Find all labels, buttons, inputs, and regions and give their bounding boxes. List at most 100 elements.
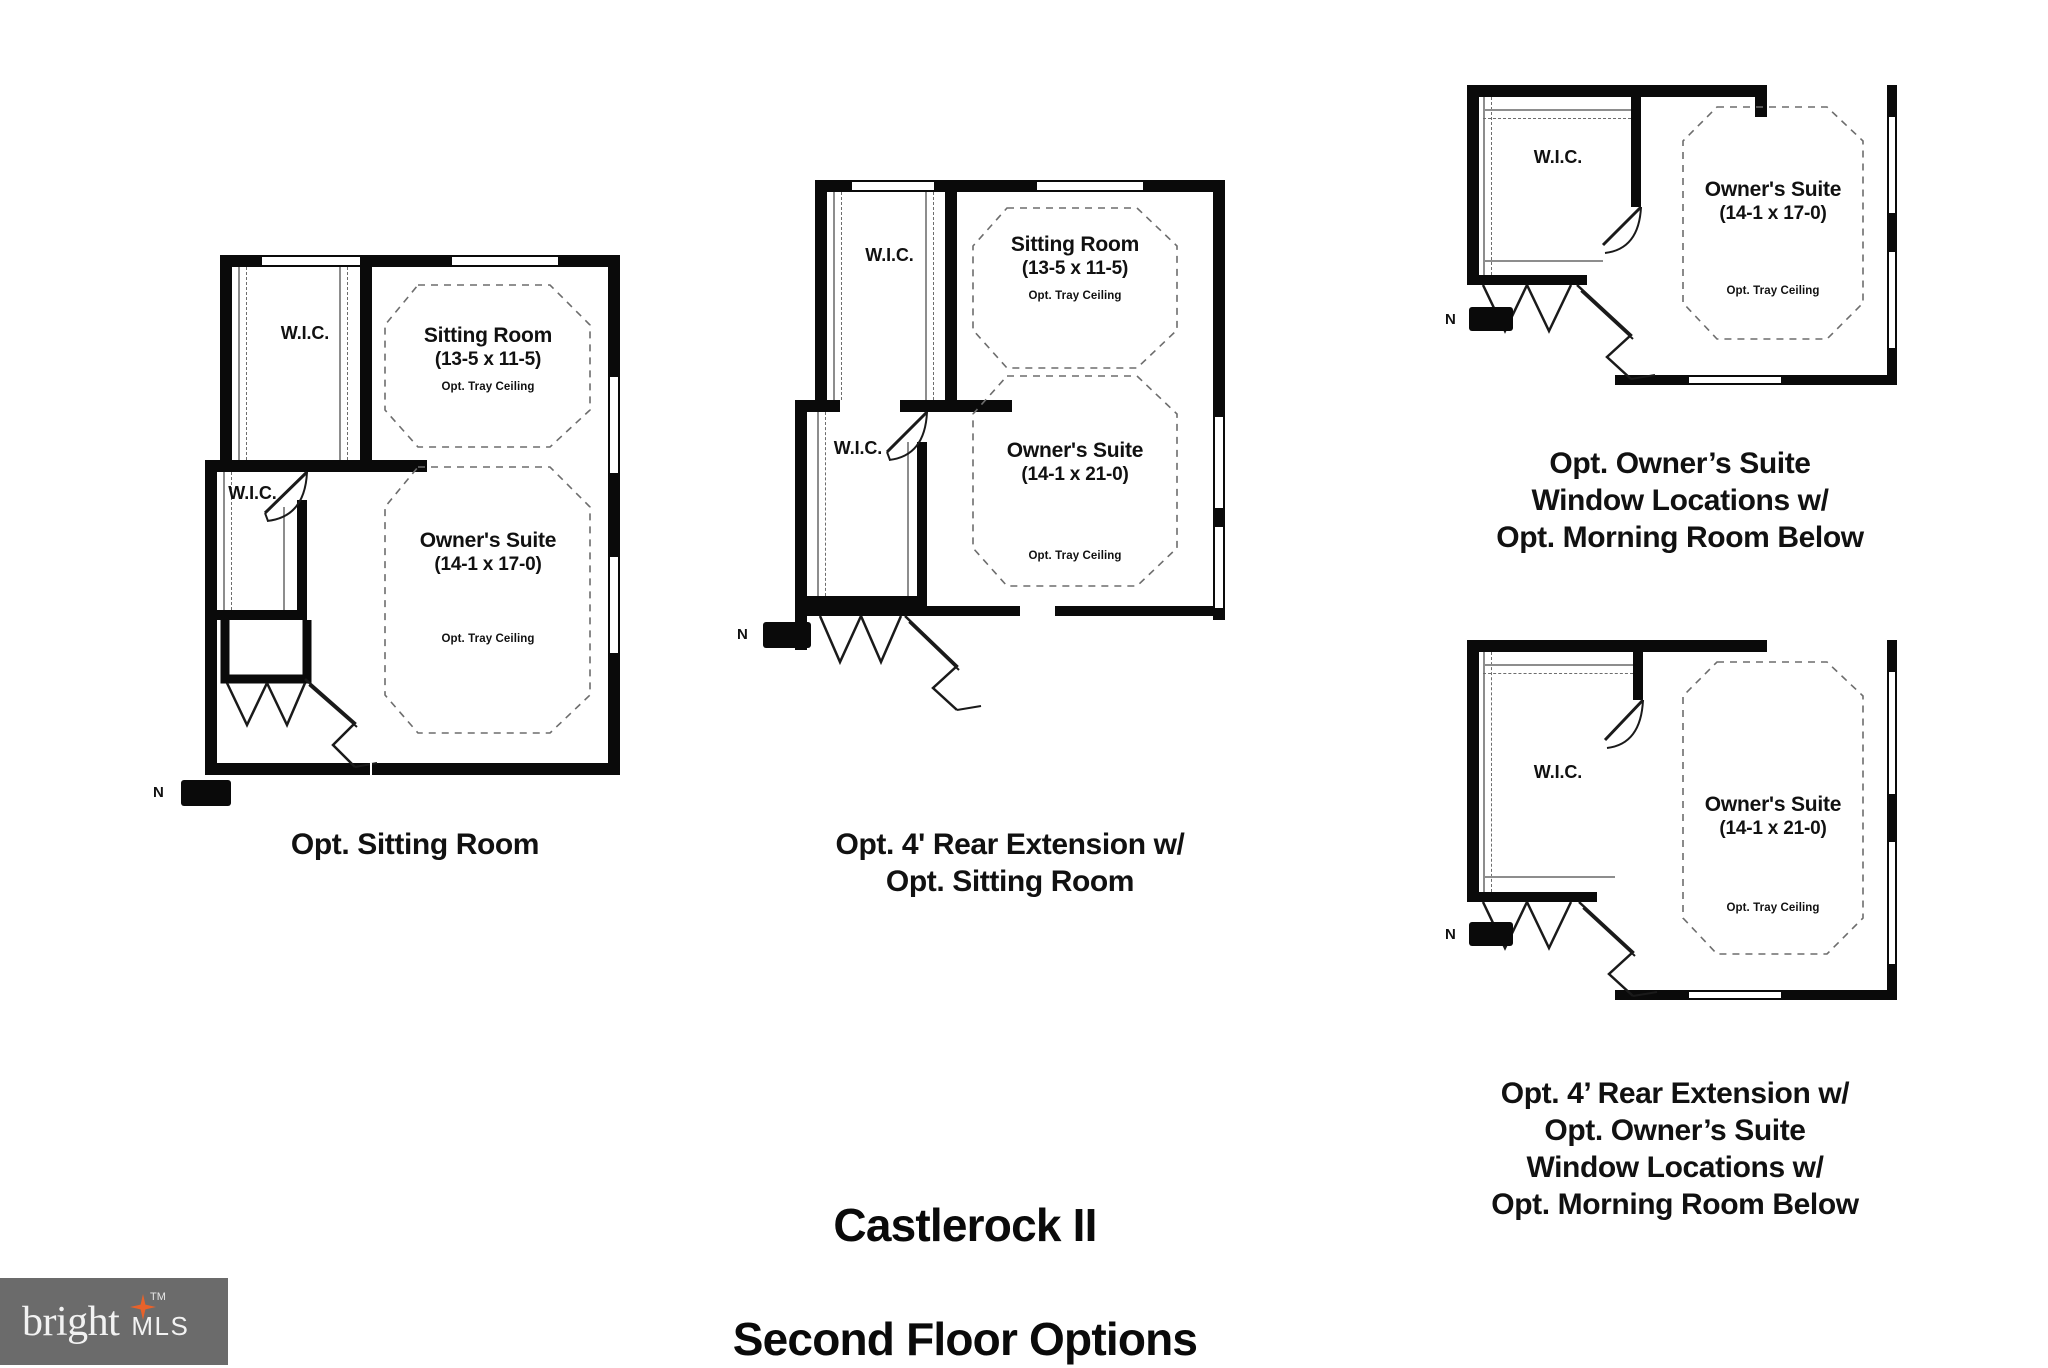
window-top-right: [450, 255, 560, 267]
room-label-wic: W.I.C.: [1533, 762, 1583, 782]
entry-doors-detail: [220, 620, 378, 768]
bottom-gap-a: [370, 763, 372, 775]
closet-rod-b: [1483, 673, 1633, 674]
window-right-lower: [1887, 840, 1897, 966]
room-label-owners-suite: Owner's Suite (14-1 x 21-0): [1671, 792, 1875, 841]
closet-shelf-c: [223, 472, 225, 610]
tray-ceiling-sitting-room: [384, 284, 591, 448]
plan-opt-4ft-rear-extension-owners-suite-windows: W.I.C. Owner's Suite (14-1 x 21-0) Opt. …: [1445, 640, 1905, 1040]
wall-interior-vertical: [945, 180, 957, 412]
north-box-icon: [1469, 307, 1513, 331]
closet-shelf-c: [817, 412, 819, 606]
closet-rod-a: [1491, 97, 1492, 275]
wall-right: [1887, 85, 1897, 385]
tray-ceiling-sitting-room: [972, 207, 1178, 369]
north-label: N: [153, 784, 164, 801]
tray-ceiling-owners-suite: [384, 466, 591, 734]
wall-left: [1467, 85, 1479, 285]
window-bottom: [1687, 990, 1783, 1000]
entry-doors-detail: [818, 615, 982, 711]
entry-doors-detail: [1481, 901, 1658, 997]
wall-interior-horizontal: [317, 460, 427, 472]
wall-top: [1467, 85, 1767, 97]
room-label-wic-upper: W.I.C.: [280, 323, 330, 343]
room-label-owners-suite: Owner's Suite (14-1 x 21-0): [971, 438, 1179, 487]
wall-left-upper: [220, 255, 232, 467]
plan-opt-sitting-room: W.I.C. W.I.C. Sitting Room (13-5 x 11-5)…: [153, 255, 625, 815]
room-label-wic-lower: W.I.C.: [228, 483, 277, 503]
closet-rod-b: [933, 192, 934, 400]
window-top-right: [1035, 180, 1145, 192]
mls-text: MLS: [131, 1310, 190, 1341]
north-marker: N: [153, 780, 283, 814]
closet-rod-b: [347, 267, 348, 460]
closet-shelf-d: [283, 507, 285, 610]
closet-shelf-b: [1483, 664, 1633, 666]
room-name: Sitting Room: [423, 324, 553, 347]
tray-ceiling-owners-suite: [1682, 661, 1864, 955]
wall-wic-right: [1633, 640, 1643, 700]
bright-mls-watermark: bright TM MLS: [0, 1278, 228, 1365]
wall-wic-lower-bottom: [205, 610, 307, 620]
wall-interior-horizontal: [900, 400, 1012, 412]
door-swing-wic: [263, 470, 309, 522]
wall-left-upper: [815, 180, 827, 410]
room-dimensions: (13-5 x 11-5): [1021, 258, 1129, 279]
room-name: Owner's Suite: [1006, 439, 1144, 462]
door-swing-wic: [1601, 205, 1643, 254]
plan-opt-owners-suite-window-locations: W.I.C. Owner's Suite (14-1 x 17-0) Opt. …: [1445, 85, 1905, 415]
closet-rod-a: [841, 192, 842, 400]
room-label-sitting-room: Sitting Room (13-5 x 11-5): [383, 323, 593, 372]
room-name: Owner's Suite: [1704, 793, 1842, 816]
room-label-wic-lower: W.I.C.: [833, 438, 883, 458]
north-marker: N: [737, 622, 867, 656]
closet-rod-c: [231, 472, 232, 610]
window-right-lower: [1213, 525, 1225, 610]
window-right-upper: [608, 375, 620, 475]
door-swing-wic: [885, 410, 929, 461]
north-label: N: [1445, 311, 1456, 328]
caption-plan-4: Opt. 4’ Rear Extension w/ Opt. Owner’s S…: [1491, 1077, 1859, 1221]
closet-rod-a: [1491, 652, 1492, 892]
closet-shelf-b: [339, 267, 341, 460]
room-label-wic-upper: W.I.C.: [865, 245, 914, 265]
wall-top: [1467, 640, 1767, 652]
window-right-lower: [608, 555, 620, 655]
wall-ledge-left: [205, 460, 320, 472]
page-title-line-2: Second Floor Options: [732, 1313, 1198, 1365]
trademark-label: TM: [150, 1290, 166, 1303]
room-name: Owner's Suite: [1704, 178, 1842, 201]
watermark-inner: bright TM MLS: [22, 1291, 190, 1345]
tray-ceiling-owners-suite: [1682, 106, 1864, 340]
entry-doors-detail: [1481, 284, 1656, 380]
tray-ceiling-owners-suite: [972, 375, 1178, 587]
page-title-line-1: Castlerock II: [833, 1199, 1097, 1251]
plan-opt-4ft-rear-extension-sitting-room: W.I.C. W.I.C. Sitting Room (13-5 x 11-5)…: [737, 180, 1225, 800]
closet-shelf-b: [925, 192, 927, 400]
caption-plan-2: Opt. 4' Rear Extension w/ Opt. Sitting R…: [835, 828, 1185, 898]
window-right-upper: [1213, 415, 1225, 510]
spark-icon: [130, 1293, 156, 1320]
brand-text: bright: [22, 1298, 120, 1345]
closet-rod-b: [1483, 118, 1631, 119]
room-name: Owner's Suite: [419, 529, 557, 552]
room-dimensions: (14-1 x 21-0): [1719, 818, 1827, 839]
north-box-icon: [181, 780, 231, 806]
tray-note-owners-suite: Opt. Tray Ceiling: [1028, 550, 1122, 562]
door-swing-wic: [1603, 698, 1645, 749]
closet-shelf-a: [1483, 652, 1485, 892]
room-dimensions: (14-1 x 17-0): [1719, 203, 1827, 224]
north-label: N: [1445, 926, 1456, 943]
room-dimensions: (14-1 x 21-0): [1021, 464, 1129, 485]
closet-shelf-c: [1483, 876, 1615, 878]
wall-wic-bottom: [1467, 892, 1597, 902]
tray-note-owners-suite: Opt. Tray Ceiling: [1726, 285, 1820, 297]
tray-note-owners-suite: Opt. Tray Ceiling: [1726, 902, 1820, 914]
wall-top-right-return: [1755, 85, 1767, 117]
wall-wic-bottom: [1467, 275, 1587, 285]
wall-bottom: [795, 606, 1020, 616]
closet-shelf-a: [1483, 97, 1485, 275]
north-label: N: [737, 626, 748, 643]
closet-shelf-b: [1483, 109, 1631, 111]
